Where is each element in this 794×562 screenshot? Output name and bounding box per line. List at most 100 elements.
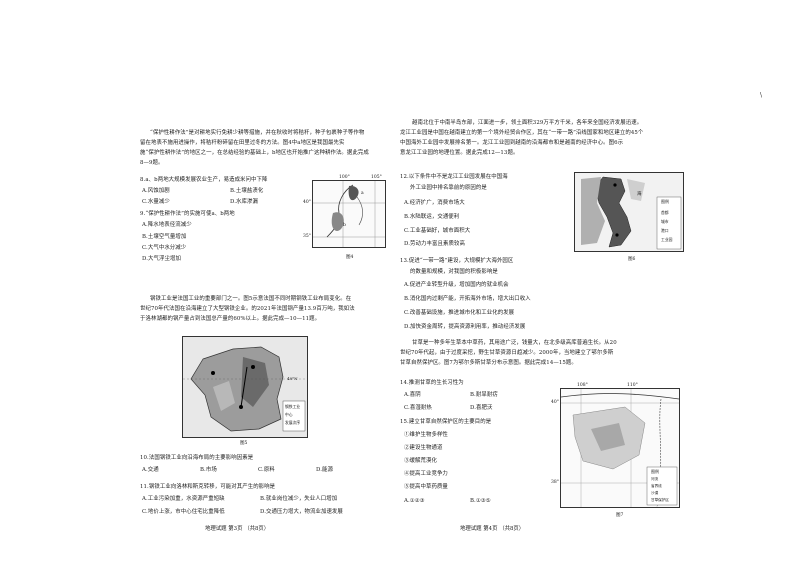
steel-line: 于洛林湖都的钢产量占到法国总产量的60%以上。据此完成—10—11题。 <box>140 316 321 322</box>
q10-option-c: C.原料 <box>258 467 275 473</box>
fig5-legend-item: 中心 <box>285 412 293 417</box>
q14-option-b: B.耐旱耐疠 <box>470 392 498 398</box>
intro-line: “保护性耕作法”是对耕地实行免耕少耕等措施，并在秋收时将秸秆，种子包裹种子等作物 <box>150 130 365 136</box>
q15-statement: ③缓解荒漠化 <box>404 458 437 464</box>
figure-6-caption: 图6 <box>628 257 636 262</box>
q15-option-b: B.①③⑤ <box>470 498 491 504</box>
fig7-longitude: 108° <box>577 383 588 388</box>
figure-5-drawing <box>183 346 307 432</box>
steel-line: 世纪70年代法国在沿海建立了大型钢铁企业。的2021年法国钢产量13.9百万吨，… <box>140 306 355 312</box>
figure-4-drawing <box>313 181 385 247</box>
question-8: 8.a、b两地大规模发展农业生产，易造成米问中下降 <box>140 177 268 183</box>
question-10: 10.法国钢铁工业向沿海布局的主要影响因素是 <box>140 455 254 461</box>
q11-option-d: D.交通压力增大，物流业加速发展 <box>260 509 343 515</box>
margin-mark: \ <box>760 92 763 99</box>
region-a-shape <box>348 185 359 201</box>
steel-line: 钢铁工业是法国工业的重要部门之一。图5示意法国不同时期钢铁工业布局变化。在 <box>150 296 352 302</box>
q8-option-d: D.水库渗漏 <box>230 199 259 205</box>
fig7-latitude: 40° <box>551 400 559 405</box>
question-9: 9.“保护性耕作法”的实施可使a、b两地 <box>140 211 235 217</box>
q15-option-a: A.①②③ <box>404 498 425 504</box>
intro-line: 留在地表不施用进操作，将秸秆粉碎留在田里过冬的方法。图4中a地区是我国最先实 <box>140 140 345 146</box>
gancao-line: 甘草是一种多年生草本中草药，其用途广泛，钱量大，在北多级高库普遍生长。从20 <box>412 340 617 346</box>
fig7-legend-item: 河流 <box>651 477 659 481</box>
figure-4-caption: 图4 <box>346 255 354 260</box>
question-12-continued: 外工业园中排名靠前的原因的是 <box>410 185 487 191</box>
intro-line: 龙江工业园是中国在越南建立的第一个境外经贸合作区，其在“一带一路”沿线国家和地区… <box>400 130 644 136</box>
figure-7-drawing <box>561 389 679 507</box>
q14-option-a: A.喜阴 <box>404 392 421 398</box>
intro-line: 8—9题。 <box>140 160 164 166</box>
fig4-latitude: 35° <box>303 234 311 239</box>
fig7-legend-item: 沙漠 <box>651 491 659 495</box>
figure-7-caption: 图7 <box>616 513 624 518</box>
q8-option-a: A.风蚀加剧 <box>142 188 170 194</box>
figure-5-caption: 图5 <box>240 441 248 446</box>
q15-statement: ②建设生物通道 <box>404 445 443 451</box>
question-13-continued: 的数量和规模，对我国的积极影响是 <box>410 269 498 275</box>
fig7-legend-item: 省界线 <box>651 484 662 488</box>
gancao-line: 甘草自然保护区。图7为鄂尔多斯甘草分布示意图。据此完成14—15题。 <box>400 360 577 366</box>
figure-4-map: 100° 105° 40° 35° a b <box>303 175 386 248</box>
intro-line: 中国海外工业园中发展排名第一。龙江工业园到越南的沿海都市和是越南的经济中心。图6… <box>400 140 624 146</box>
q10-option-b: B.市场 <box>200 467 217 473</box>
fig5-latitude: 48°N <box>287 376 298 381</box>
right-page: 越南北位于中南半岛东部，江面进一步，领土面积329万平方千米，各年来全国经济发展… <box>400 0 685 562</box>
fig4-latitude: 40° <box>303 200 311 205</box>
q11-option-b: B.就业岗位减少，失业人口增加 <box>260 496 338 502</box>
figure-7-map: 108° 110° 40° 38° 图例 河流 省界线 沙漠 甘草保护区 <box>551 383 680 508</box>
q9-option-b: B.土壤空气量增加 <box>142 234 187 240</box>
q11-option-c: C.地价上涨，市中心住宅比重降低 <box>142 509 225 515</box>
fig6-legend-item: 港口 <box>661 228 669 233</box>
q15-statement: ⑤提高中草药质量 <box>404 484 448 490</box>
q12-option-c: C.工业基础好，城市面积大 <box>404 228 471 234</box>
intro-line: 施“保护性耕作法”的地区之一，在总结经验的基础上，b地区也开始推广这种耕作法。据… <box>140 150 369 156</box>
fig7-legend-title: 图例 <box>651 469 659 474</box>
fig4-longitude: 100° <box>339 175 350 180</box>
q9-option-d: D.大气浮尘增加 <box>142 256 181 262</box>
q8-option-c: C.水量减少 <box>142 199 170 205</box>
q13-option-a: A.促进产业转型升级，增加国内的就业机会 <box>404 282 509 288</box>
question-14: 14.推测甘草的生长习性为 <box>400 380 464 386</box>
fig7-legend-item: 甘草保护区 <box>651 498 669 502</box>
fig5-legend-item: 钢铁工业 <box>285 404 301 409</box>
fig6-sea-label: 海 <box>637 192 642 197</box>
q12-option-b: B.水陆联运，交通便利 <box>404 214 460 220</box>
region-b-shape <box>331 212 344 232</box>
q13-option-b: B.消化国内过剩产能，开拓海外市场，增大出口收入 <box>404 296 531 302</box>
intro-line: 越南北位于中南半岛东部，江面进一步，领土面积329万平方千米，各年来全国经济发展… <box>412 120 643 126</box>
gancao-line: 世纪70年代起，由于过度采挖，野生甘草资源日趋减少。‌2000年，当地建立了鄂尔… <box>400 350 614 356</box>
question-12: 12.以下条件中不是龙江工业园发展在中国海 <box>400 174 508 180</box>
q14-option-d: D.喜肥沃 <box>470 405 493 411</box>
q9-option-a: A.降水地表径流减少 <box>142 222 192 228</box>
fig5-legend-item: 发展次序 <box>285 420 301 425</box>
figure-5-map: 48°N 钢铁工业 中心 发展次序 <box>182 336 308 438</box>
fig6-legend-item: 工业园 <box>661 237 673 242</box>
figure-6-map: 海 图例 首都 城市 港口 工业园 <box>574 172 684 252</box>
q12-option-a: A.经济扩广，消费市场大 <box>404 200 465 206</box>
left-page: “保护性耕作法”是对耕地实行免耕少耕等措施，并在秋收时将秸秆，种子包裹种子等作物… <box>140 0 386 562</box>
q13-option-c: C.改善基础设施，推进城市化和工业化的发展 <box>404 310 515 316</box>
fig6-legend-item: 城市 <box>661 219 669 224</box>
q10-option-d: D.能源 <box>316 467 334 473</box>
figure-6-drawing <box>581 176 682 250</box>
fig7-latitude: 38° <box>551 480 559 485</box>
question-13: 13.促进“一带一路”建设，大规模扩大海外园区 <box>400 258 514 264</box>
fig4-label-b: b <box>343 223 346 228</box>
q8-option-b: B.土壤盐渍化 <box>230 188 264 194</box>
q9-option-c: C.大气中水分减少 <box>142 245 187 251</box>
q13-option-d: D.加快资金周转，提高资源利用率，推动经济发展 <box>404 324 526 330</box>
page-footer: 地理试题 第4页 （共8页） <box>460 526 525 532</box>
fig6-legend-item: 首都 <box>661 210 669 215</box>
q15-statement: ④提高工业竞争力 <box>404 471 448 477</box>
fig4-longitude: 105° <box>371 175 382 180</box>
q15-statement: ①维护生物多样性 <box>404 432 448 438</box>
q12-option-d: D.劳动力丰富且素质较高 <box>404 241 465 247</box>
question-15: 15.建立甘草自然保护区的主要目的是 <box>400 419 492 425</box>
fig4-label-a: a <box>361 191 364 196</box>
question-11: 11.钢铁工业向洛林和斯克转移，可能对其产生的影响是 <box>140 484 276 490</box>
fig7-longitude: 110° <box>627 383 638 388</box>
q10-option-a: A.交通 <box>142 467 159 473</box>
q14-option-c: C.喜湿耐热 <box>404 405 432 411</box>
q11-option-a: A.工业污染加重，水资源严重短缺 <box>142 496 225 502</box>
